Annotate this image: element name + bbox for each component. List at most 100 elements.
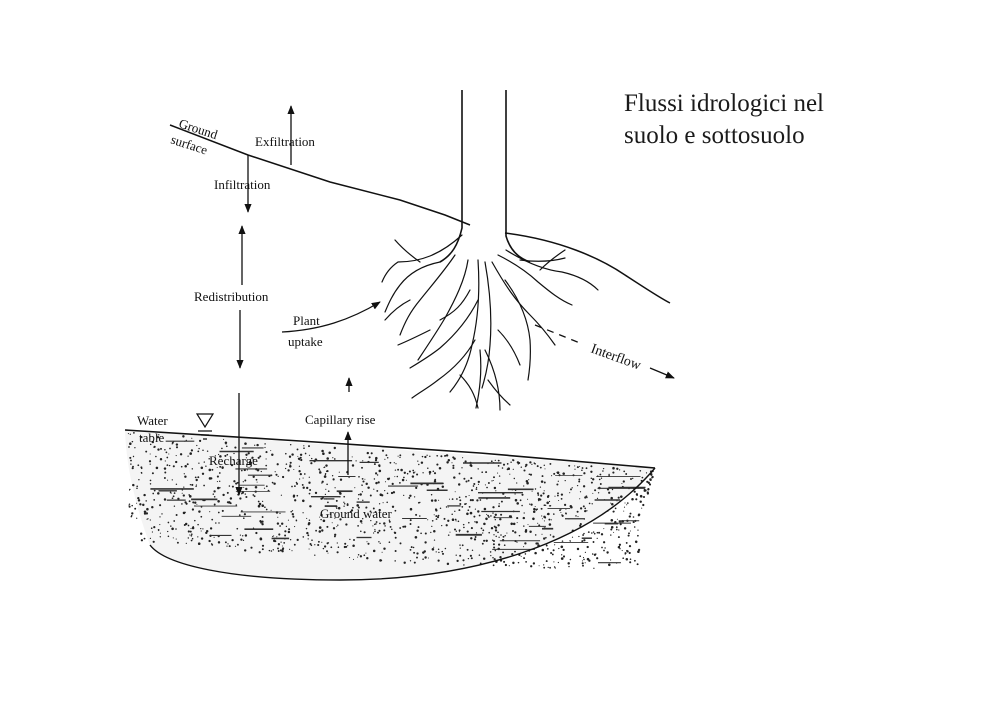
stipple-dot <box>285 525 288 528</box>
stipple-dot <box>248 461 252 465</box>
stipple-dot <box>529 530 532 533</box>
stipple-dot <box>476 499 479 502</box>
stipple-dot <box>458 496 461 499</box>
stipple-dot <box>477 510 480 513</box>
stipple-dot <box>517 561 520 564</box>
stipple-dot <box>285 463 288 465</box>
stipple-dot <box>333 458 336 460</box>
stipple-dot <box>416 529 419 532</box>
stipple-dot <box>191 533 193 535</box>
stipple-dot <box>463 477 466 480</box>
stipple-dot <box>236 543 239 546</box>
stipple-dot <box>391 528 393 531</box>
label-water: Water <box>137 413 168 428</box>
stipple-dot <box>148 460 152 463</box>
stipple-dot <box>489 551 492 553</box>
stipple-dot <box>459 547 461 549</box>
stipple-dot <box>620 521 622 523</box>
stipple-dot <box>261 516 264 518</box>
stipple-dot <box>447 506 449 508</box>
stipple-dot <box>344 542 347 545</box>
stipple-dot <box>327 552 329 554</box>
stipple-dot <box>191 468 194 470</box>
stipple-dot <box>189 534 191 536</box>
stipple-dot <box>475 521 479 524</box>
stipple-dot <box>258 502 262 506</box>
stipple-dot <box>538 524 541 527</box>
stipple-dot <box>459 502 462 506</box>
stipple-dot <box>506 532 508 534</box>
stipple-dot <box>543 481 546 484</box>
stipple-dot <box>141 472 143 475</box>
stipple-dot <box>399 527 402 529</box>
stipple-dot <box>233 459 235 461</box>
stipple-dot <box>264 443 266 445</box>
stipple-dot <box>468 521 470 524</box>
stipple-dot <box>392 491 396 494</box>
stipple-dot <box>314 544 316 546</box>
stipple-dot <box>338 471 340 473</box>
stipple-dot <box>374 530 376 533</box>
stipple-dot <box>451 518 455 521</box>
stipple-dot <box>132 483 135 487</box>
stipple-dot <box>175 538 177 540</box>
stipple-dot <box>546 513 549 515</box>
stipple-dot <box>254 486 258 489</box>
stipple-dot <box>491 539 494 541</box>
stipple-dot <box>172 495 175 498</box>
stipple-dot <box>391 482 394 486</box>
stipple-dot <box>159 458 163 461</box>
stipple-dot <box>264 506 266 508</box>
stipple-dot <box>332 457 334 459</box>
stipple-dot <box>637 513 641 517</box>
stipple-dot <box>500 500 503 503</box>
stipple-dot <box>405 479 407 481</box>
stipple-dot <box>430 493 433 496</box>
stipple-dot <box>333 446 336 450</box>
stipple-dot <box>279 512 281 515</box>
stipple-dot <box>403 525 407 528</box>
stipple-dot <box>277 475 279 478</box>
stipple-dot <box>539 498 542 501</box>
stipple-dot <box>320 497 323 500</box>
stipple-dot <box>318 526 322 529</box>
stipple-dot <box>596 497 599 500</box>
stipple-dot <box>539 486 542 488</box>
stipple-dot <box>569 540 571 542</box>
stipple-dot <box>528 473 531 476</box>
stipple-dot <box>623 506 626 508</box>
stipple-dot <box>588 502 591 505</box>
stipple-dot <box>592 541 595 543</box>
stipple-dot <box>140 532 143 535</box>
stipple-dot <box>231 485 234 488</box>
stipple-dot <box>127 433 129 435</box>
slide-title: Flussi idrologici nel suolo e sottosuolo <box>624 88 964 152</box>
stipple-dot <box>457 483 461 486</box>
stipple-dot <box>159 536 162 538</box>
stipple-dot <box>140 539 144 542</box>
stipple-dot <box>153 489 156 492</box>
stipple-dot <box>424 556 427 559</box>
stipple-dot <box>209 527 213 530</box>
stipple-dot <box>219 455 222 458</box>
stipple-dot <box>430 531 432 534</box>
stipple-dot <box>149 537 152 540</box>
stipple-dot <box>561 514 563 516</box>
stipple-dot <box>468 494 470 497</box>
stipple-dot <box>558 547 560 550</box>
stipple-dot <box>493 546 496 549</box>
stipple-dot <box>216 466 218 469</box>
stipple-dot <box>374 511 377 513</box>
stipple-dot <box>136 487 138 490</box>
stipple-dot <box>190 534 193 537</box>
stipple-dot <box>551 553 554 556</box>
stipple-dot <box>482 557 486 560</box>
stipple-dot <box>429 473 431 475</box>
stipple-dot <box>523 512 525 514</box>
stipple-dot <box>225 445 228 448</box>
stipple-dot <box>394 560 396 562</box>
stipple-dot <box>523 557 526 560</box>
stipple-dot <box>150 527 153 529</box>
stipple-dot <box>420 461 424 464</box>
stipple-dot <box>601 546 603 549</box>
